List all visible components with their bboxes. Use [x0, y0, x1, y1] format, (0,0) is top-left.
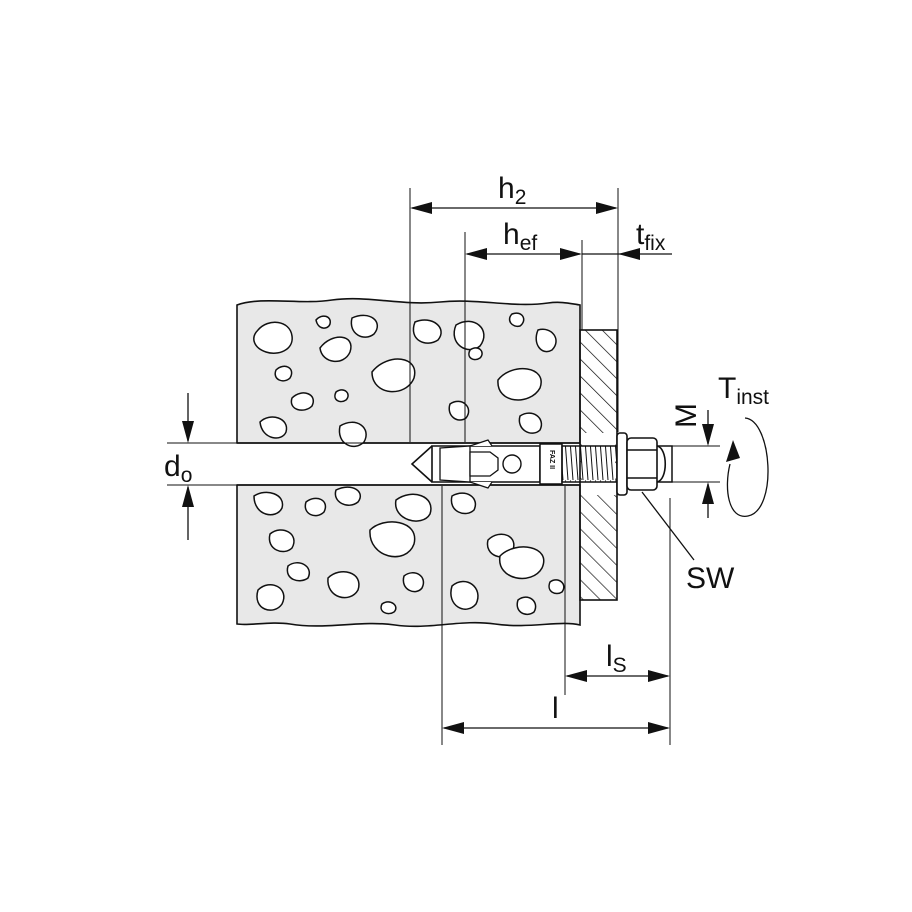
concrete-lower	[236, 484, 581, 628]
svg-text:hef: hef	[503, 218, 537, 255]
extension-lines	[167, 188, 720, 745]
dimension-ls: lS	[565, 640, 670, 682]
label-hef: h	[503, 218, 520, 251]
label-tinst: T	[718, 372, 736, 405]
dimension-m: M	[670, 403, 714, 518]
dimension-h2: h2	[410, 172, 618, 214]
drill-hole	[410, 442, 580, 486]
label-m: M	[670, 403, 703, 428]
dimension-l: l	[442, 692, 670, 734]
concrete-block	[230, 297, 582, 628]
leader-sw: SW	[641, 491, 735, 595]
washer	[616, 432, 628, 496]
threaded-shank	[561, 445, 621, 483]
svg-text:h2: h2	[498, 172, 526, 209]
aggregate-stones	[253, 312, 565, 616]
svg-text:lS: lS	[606, 640, 627, 677]
label-l: l	[552, 692, 559, 725]
label-h2: h	[498, 172, 515, 205]
hex-nut	[626, 437, 658, 491]
dimension-tfix: tfix	[582, 218, 672, 260]
label-do: d	[164, 450, 181, 483]
label-ls: l	[606, 640, 613, 673]
svg-text:Tinst: Tinst	[718, 372, 769, 409]
label-sw: SW	[686, 562, 735, 595]
washer-and-nut	[616, 432, 667, 496]
dimension-do: do	[164, 393, 194, 540]
dimension-hef: hef	[465, 218, 582, 260]
svg-text:do: do	[164, 450, 192, 487]
torque-tinst: Tinst	[718, 372, 769, 517]
label-tfix: t	[636, 218, 645, 251]
svg-text:tfix: tfix	[636, 218, 666, 255]
anchor-stamp: FAZ II	[548, 450, 555, 469]
